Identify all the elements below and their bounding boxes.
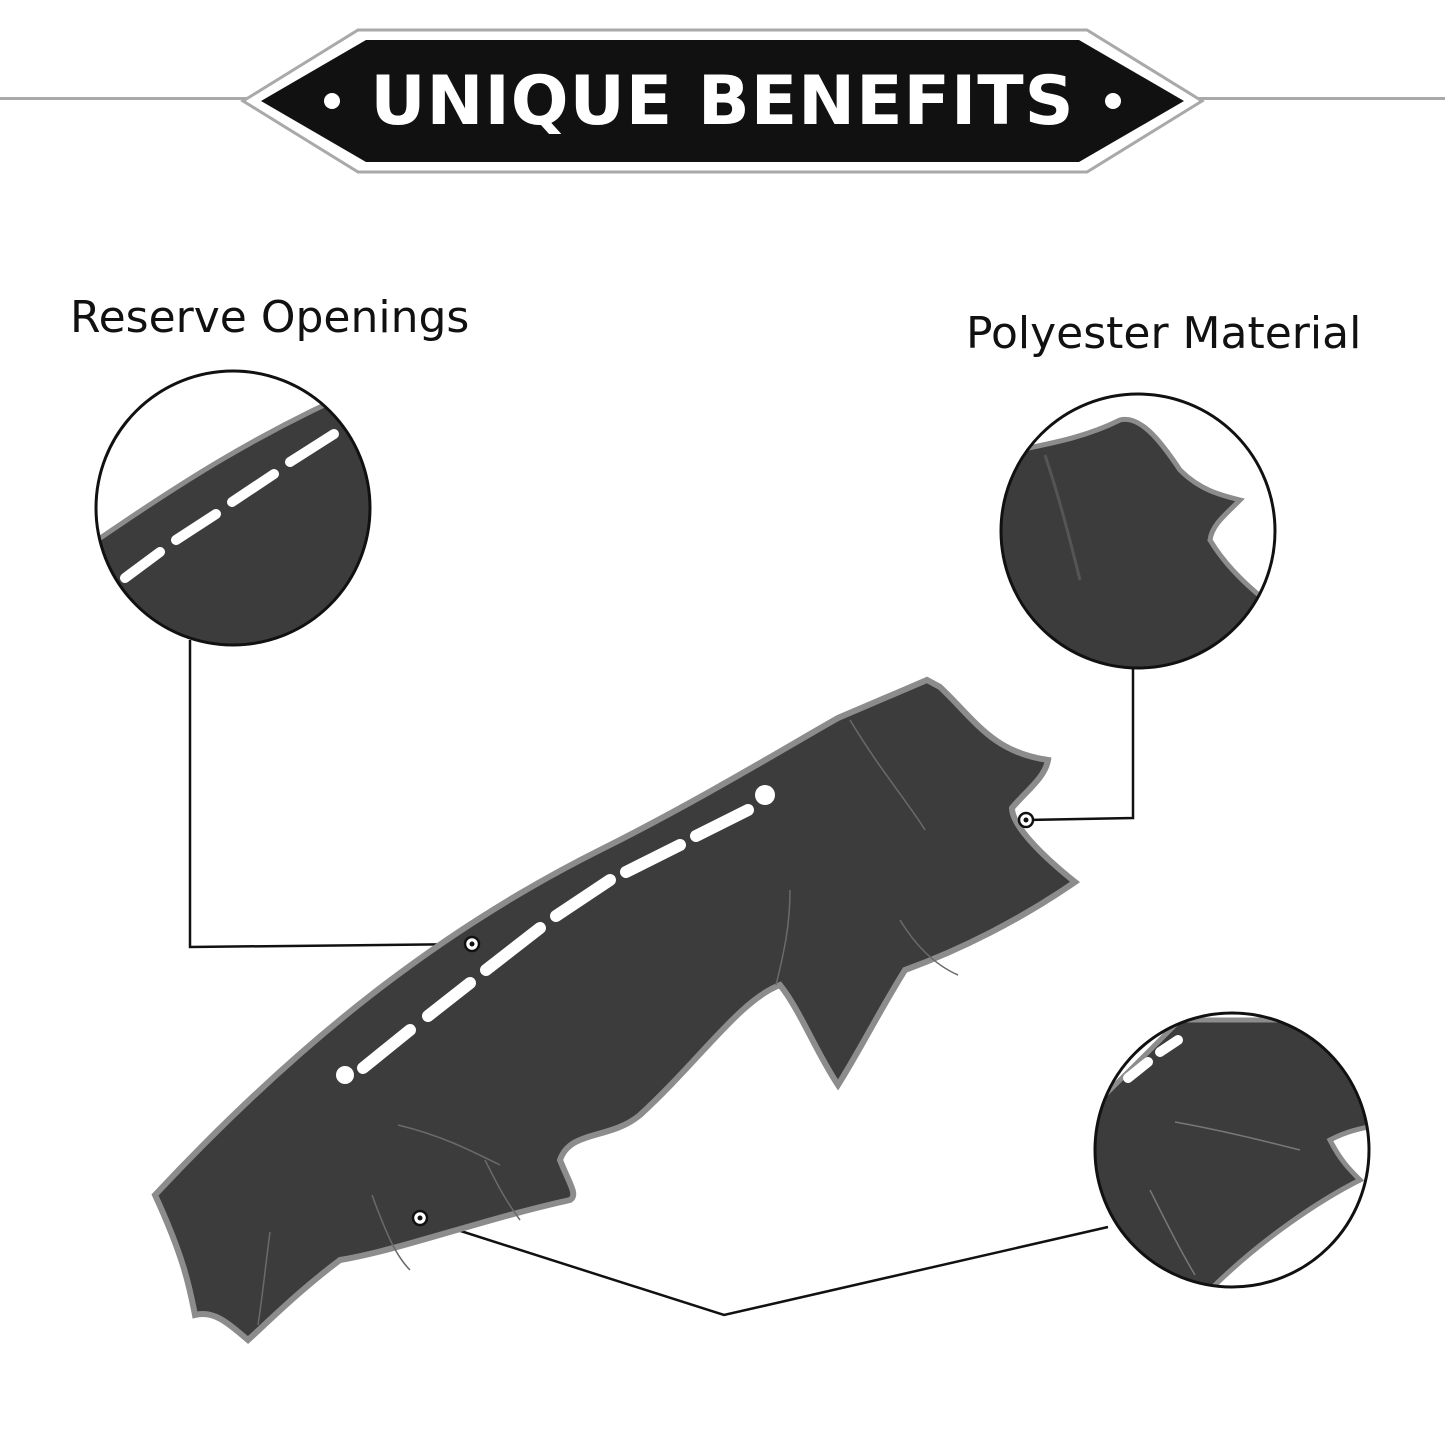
zoom-circle-polyester-material <box>999 392 1277 670</box>
reserve-openings-label: Reserve Openings <box>70 292 470 343</box>
title-banner: UNIQUE BENEFITS <box>240 28 1205 174</box>
callout-markers <box>411 811 1035 1227</box>
banner-shape <box>240 28 1205 174</box>
reserve-opening-end-dot <box>336 1066 354 1084</box>
mat-body <box>151 676 1081 1344</box>
zoom-circle-reserve-openings <box>94 369 372 647</box>
bullet-dot-icon <box>1104 93 1121 109</box>
banner-title-row: UNIQUE BENEFITS <box>240 28 1205 174</box>
reserve-opening-end-dot <box>755 785 775 805</box>
header-rule-left <box>0 97 250 100</box>
header-rule-right <box>1195 97 1445 100</box>
banner-title: UNIQUE BENEFITS <box>370 61 1075 141</box>
bullet-dot-icon <box>324 93 341 109</box>
callout-leader-lines <box>188 640 1135 1317</box>
polyester-material-label: Polyester Material <box>966 308 1362 359</box>
mat-creases <box>257 719 959 1326</box>
dashboard-mat <box>151 676 1081 1344</box>
reserve-opening-slots <box>357 804 754 1074</box>
zoom-circle-edge-detail <box>1093 1011 1371 1289</box>
